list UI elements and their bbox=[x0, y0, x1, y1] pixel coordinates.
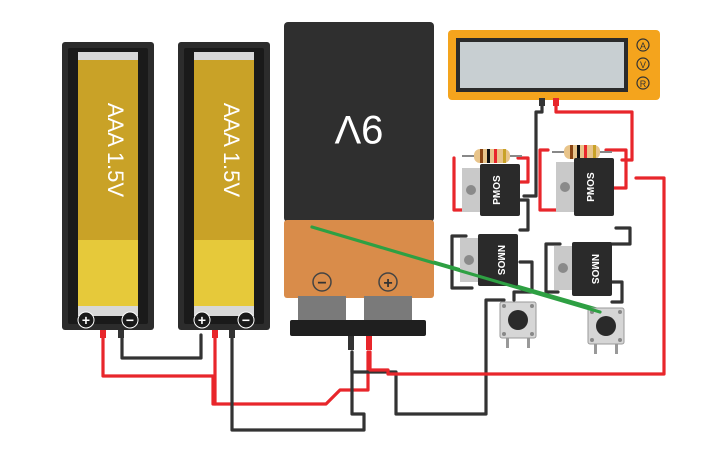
transistor-label: NMOS bbox=[589, 254, 600, 284]
nmos-transistor-2[interactable]: NMOS bbox=[554, 242, 612, 296]
pmos-transistor-2[interactable]: PMOS bbox=[556, 158, 614, 216]
wire-black-pmos1-nmos1[interactable] bbox=[518, 198, 530, 232]
mode-r-label: R bbox=[640, 79, 647, 89]
pushbutton-1[interactable] bbox=[499, 301, 537, 348]
pmos-transistor-1[interactable]: PMOS bbox=[462, 164, 520, 216]
wire-black-nmos2-b[interactable] bbox=[602, 226, 632, 246]
pushbutton-2[interactable] bbox=[587, 307, 625, 354]
battery-9v-plus-label: + bbox=[383, 275, 392, 292]
mode-r-button[interactable]: R bbox=[636, 76, 650, 90]
battery-body-yellow bbox=[194, 240, 254, 306]
wire-black-9v-nmos[interactable] bbox=[350, 298, 506, 416]
resistor-2[interactable] bbox=[552, 145, 612, 159]
wire-red-meter-lead[interactable] bbox=[554, 98, 634, 162]
multimeter[interactable]: A V R bbox=[448, 30, 660, 106]
battery-body-gold bbox=[194, 60, 254, 240]
wire-green-overlay bbox=[310, 225, 602, 314]
wire-red-aaa1-plus[interactable] bbox=[101, 333, 370, 406]
battery-9v-minus-label: − bbox=[317, 275, 326, 292]
aaa-battery-holder-2[interactable]: AAA 1.5V + − bbox=[178, 42, 270, 338]
wire-black-meter-lead[interactable] bbox=[522, 98, 544, 198]
multimeter-display bbox=[460, 42, 624, 88]
mode-v-label: V bbox=[640, 60, 646, 70]
battery-9v-label: 9V bbox=[334, 107, 383, 151]
battery-body-yellow bbox=[78, 240, 138, 306]
minus-terminal-label: − bbox=[126, 312, 134, 328]
wire-black-nmos2-c[interactable] bbox=[604, 280, 624, 304]
wire-black-aaa2-9v[interactable] bbox=[230, 333, 366, 432]
aaa-battery-holder-1[interactable]: AAA 1.5V + − bbox=[62, 42, 154, 338]
wire-red-pmos1-b[interactable] bbox=[516, 156, 530, 184]
transistor-label: PMOS bbox=[492, 175, 503, 205]
wire-black-nmos2[interactable] bbox=[544, 242, 562, 294]
battery-label: AAA 1.5V bbox=[219, 103, 244, 198]
battery-body-gold bbox=[78, 60, 138, 240]
mode-a-label: A bbox=[640, 41, 646, 51]
resistor-1[interactable] bbox=[462, 149, 522, 163]
wire-black-nmos1[interactable] bbox=[450, 234, 474, 290]
wire-red-9v-right[interactable] bbox=[368, 176, 666, 376]
plus-terminal-label: + bbox=[82, 312, 90, 328]
plus-terminal-label: + bbox=[198, 312, 206, 328]
mode-a-button[interactable]: A bbox=[636, 38, 650, 52]
wire-red-pmos2[interactable] bbox=[538, 148, 558, 212]
mode-v-button[interactable]: V bbox=[636, 57, 650, 71]
transistor-label: PMOS bbox=[586, 172, 597, 202]
battery-label: AAA 1.5V bbox=[103, 103, 128, 198]
battery-9v[interactable]: 9V − + bbox=[284, 22, 434, 350]
wire-black-aaa1-aaa2[interactable] bbox=[120, 333, 203, 360]
transistor-label: NMOS bbox=[495, 245, 506, 275]
minus-terminal-label: − bbox=[242, 312, 250, 328]
wire-red-pmos2-b[interactable] bbox=[604, 148, 628, 190]
